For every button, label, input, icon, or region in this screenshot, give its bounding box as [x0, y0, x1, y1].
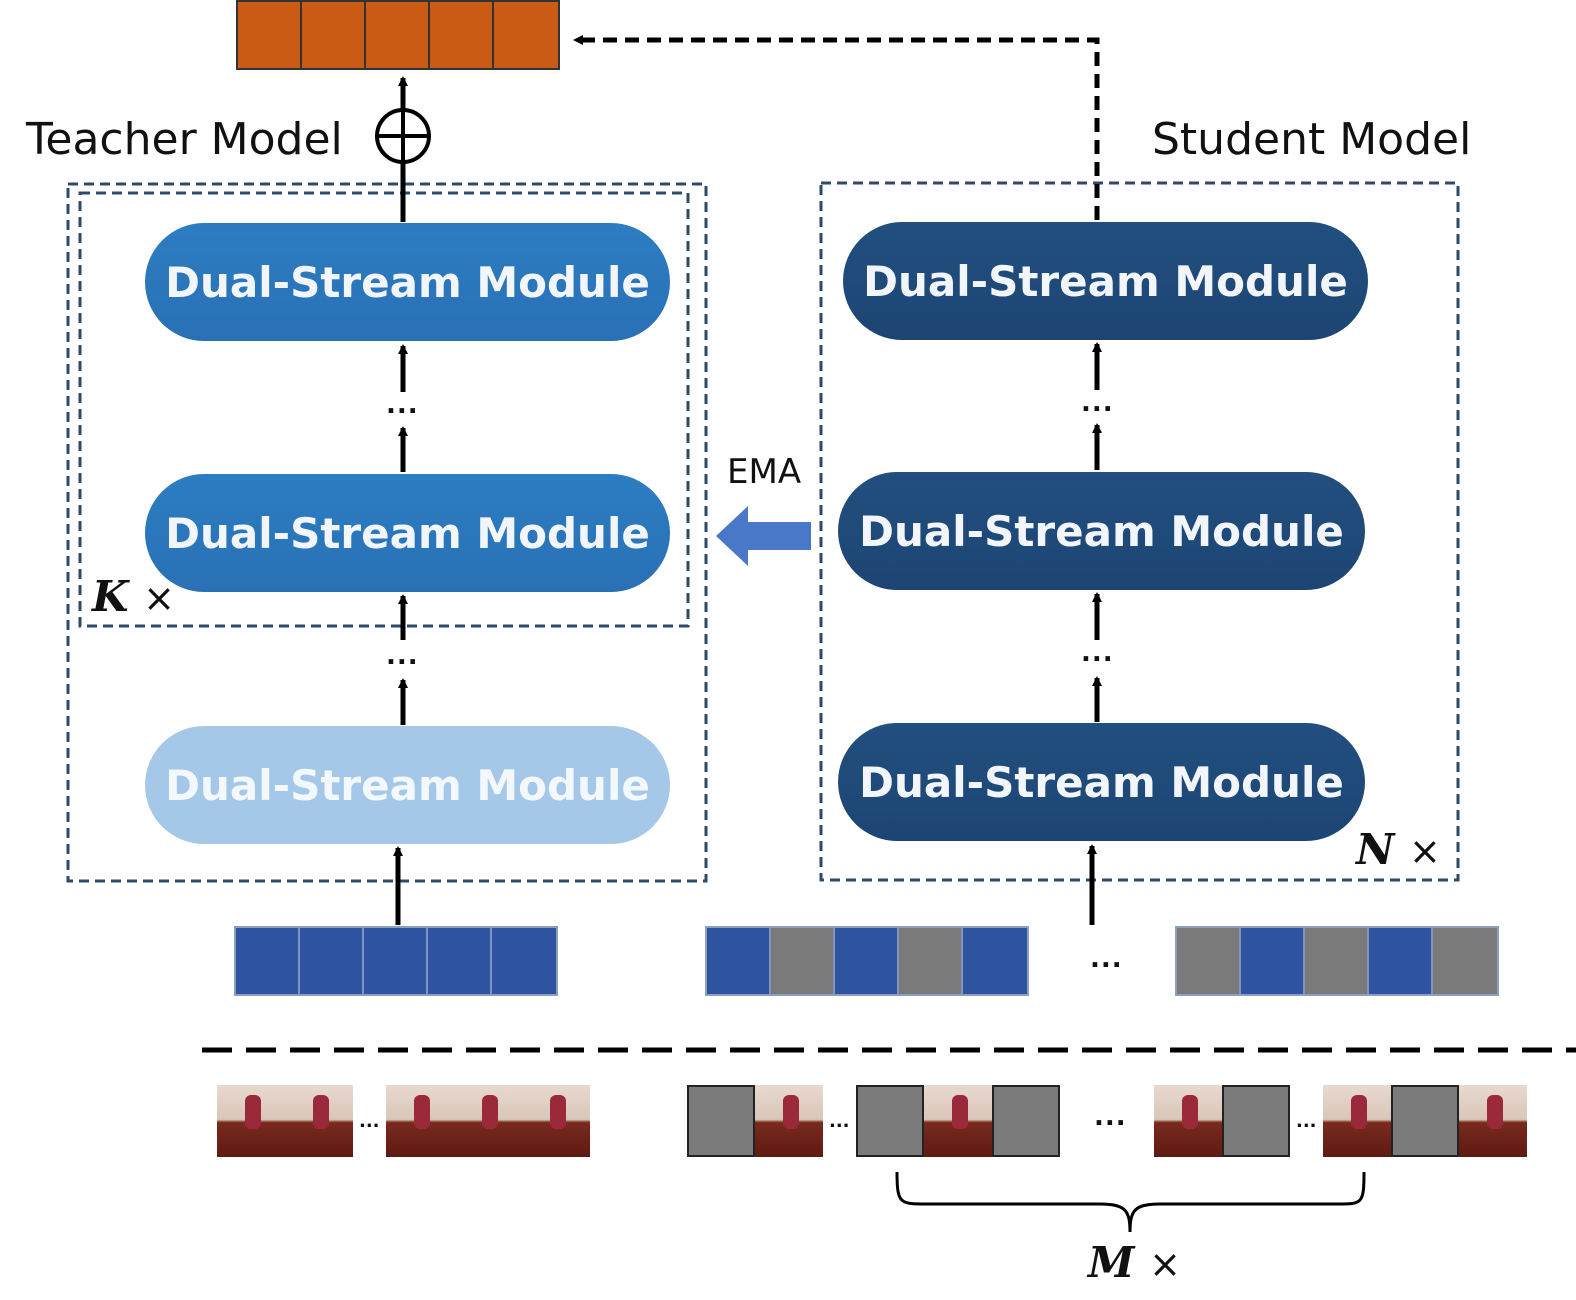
- student-frame-strip-b: ...: [1154, 1085, 1527, 1157]
- video-frame-thumbnail: [285, 1085, 353, 1157]
- student-ellipsis-lower: ...: [1081, 638, 1114, 668]
- masked-frame: [855, 1085, 924, 1157]
- visible-token: [963, 928, 1027, 994]
- teacher-repeat-label: K ×: [92, 572, 175, 621]
- masked-frame: [1222, 1085, 1290, 1157]
- video-frame-thumbnail: [1458, 1085, 1527, 1157]
- student-frame-strip-a: ...: [687, 1085, 1060, 1157]
- video-frame-thumbnail: [1322, 1085, 1391, 1157]
- masked-frame: [687, 1085, 755, 1157]
- ema-arrow: [716, 506, 811, 566]
- student-repeat-label: N ×: [1356, 825, 1441, 874]
- student-repeat-var: N: [1356, 825, 1395, 874]
- student-title: Student Model: [1152, 114, 1472, 165]
- teacher-module-middle: Dual-Stream Module: [145, 474, 670, 592]
- teacher-module-bottom: Dual-Stream Module: [145, 726, 670, 844]
- visible-token: [707, 928, 771, 994]
- output-token: [494, 2, 558, 68]
- video-frame-thumbnail: [1154, 1085, 1222, 1157]
- video-frame-thumbnail: [385, 1085, 454, 1157]
- ema-label: EMA: [727, 452, 802, 492]
- teacher-input-tokens: [234, 926, 558, 996]
- visible-token: [835, 928, 899, 994]
- student-module-bottom: Dual-Stream Module: [838, 723, 1365, 841]
- video-frame-thumbnail: [453, 1085, 522, 1157]
- output-token: [366, 2, 430, 68]
- student-input-tokens-first: [705, 926, 1029, 996]
- masked-frame: [1390, 1085, 1459, 1157]
- video-frame-thumbnail: [755, 1085, 823, 1157]
- visible-token: [428, 928, 492, 994]
- masked-token: [771, 928, 835, 994]
- output-token: [430, 2, 494, 68]
- token-ellipsis: ...: [1090, 944, 1123, 974]
- visible-token: [1241, 928, 1305, 994]
- visible-token: [236, 928, 300, 994]
- masked-token: [899, 928, 963, 994]
- visible-token: [300, 928, 364, 994]
- masked-token: [1305, 928, 1369, 994]
- student-module-top: Dual-Stream Module: [843, 222, 1368, 340]
- frame-group-ellipsis: ...: [1094, 1102, 1127, 1132]
- teacher-outer-frame: [66, 182, 708, 883]
- student-repeat-symbol: ×: [1409, 829, 1441, 873]
- masked-token: [1433, 928, 1497, 994]
- visible-token: [364, 928, 428, 994]
- mask-group-var: M: [1088, 1238, 1135, 1287]
- teacher-repeat-var: K: [92, 572, 129, 621]
- student-ellipsis-upper: ...: [1081, 388, 1114, 418]
- masked-frame: [991, 1085, 1060, 1157]
- video-frame-thumbnail: [521, 1085, 590, 1157]
- teacher-title: Teacher Model: [26, 114, 343, 165]
- student-module-middle: Dual-Stream Module: [838, 472, 1365, 590]
- frame-ellipsis: ...: [1296, 1110, 1317, 1132]
- frame-ellipsis: ...: [359, 1110, 380, 1132]
- visible-token: [492, 928, 556, 994]
- teacher-ellipsis-lower: ...: [386, 641, 419, 671]
- teacher-inner-frame: [78, 191, 690, 628]
- arrow-student-to-output: [573, 35, 1100, 220]
- teacher-repeat-symbol: ×: [143, 576, 175, 620]
- visible-token: [1369, 928, 1433, 994]
- output-token-sequence: [236, 0, 560, 70]
- mask-group-label: M ×: [1088, 1238, 1181, 1287]
- mask-group-symbol: ×: [1149, 1242, 1181, 1286]
- group-brace: [895, 1171, 1366, 1233]
- student-input-tokens-last: [1175, 926, 1499, 996]
- teacher-ellipsis-upper: ...: [386, 390, 419, 420]
- video-frame-thumbnail: [923, 1085, 992, 1157]
- video-frame-thumbnail: [217, 1085, 285, 1157]
- output-token: [238, 2, 302, 68]
- frame-ellipsis: ...: [829, 1110, 850, 1132]
- teacher-frame-strip: ...: [217, 1085, 590, 1157]
- teacher-module-top: Dual-Stream Module: [145, 223, 670, 341]
- masked-token: [1177, 928, 1241, 994]
- output-token: [302, 2, 366, 68]
- student-frame: [819, 181, 1460, 882]
